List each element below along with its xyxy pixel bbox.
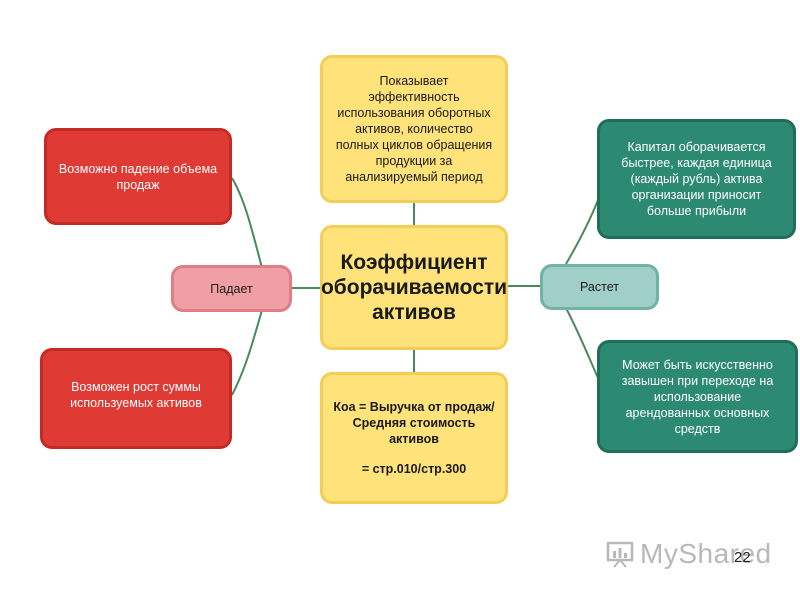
connector-left-up bbox=[231, 177, 263, 269]
definition-text: Показывает эффективность использования о… bbox=[335, 74, 493, 184]
watermark: MyShared bbox=[606, 536, 776, 576]
connector-left-down bbox=[231, 309, 263, 396]
capital-turnover-text: Капитал оборачивается быстрее, каждая ед… bbox=[621, 140, 772, 218]
falls-label: Падает bbox=[210, 281, 253, 296]
center-box: Коэффициент оборачиваемости активов bbox=[320, 225, 508, 350]
formula-text: Коа = Выручка от продаж/ Средняя стоимос… bbox=[333, 400, 495, 446]
assets-growth-box: Возможен рост суммы используемых активов bbox=[40, 348, 232, 449]
assets-growth-text: Возможен рост суммы используемых активов bbox=[70, 380, 202, 410]
connector-right-down bbox=[565, 307, 599, 379]
formula-box: Коа = Выручка от продаж/ Средняя стоимос… bbox=[320, 372, 508, 504]
falls-label-box: Падает bbox=[171, 265, 292, 312]
center-title: Коэффициент оборачиваемости активов bbox=[320, 251, 508, 324]
watermark-text: MyShared bbox=[640, 538, 772, 569]
connector-right-up bbox=[565, 199, 599, 265]
grows-label: Растет bbox=[580, 280, 619, 294]
formula-lines: = стр.010/стр.300 bbox=[361, 462, 467, 476]
presentation-board-icon bbox=[606, 541, 634, 568]
definition-box: Показывает эффективность использования о… bbox=[320, 55, 508, 203]
sales-drop-box: Возможно падение объема продаж bbox=[44, 128, 232, 225]
leased-assets-text: Может быть искусственно завышен при пере… bbox=[621, 357, 774, 436]
capital-turnover-box: Капитал оборачивается быстрее, каждая ед… bbox=[597, 119, 796, 239]
grows-label-box: Растет bbox=[540, 264, 659, 310]
leased-assets-box: Может быть искусственно завышен при пере… bbox=[597, 340, 798, 453]
sales-drop-text: Возможно падение объема продаж bbox=[58, 162, 218, 192]
page-number: 22 bbox=[734, 549, 751, 566]
